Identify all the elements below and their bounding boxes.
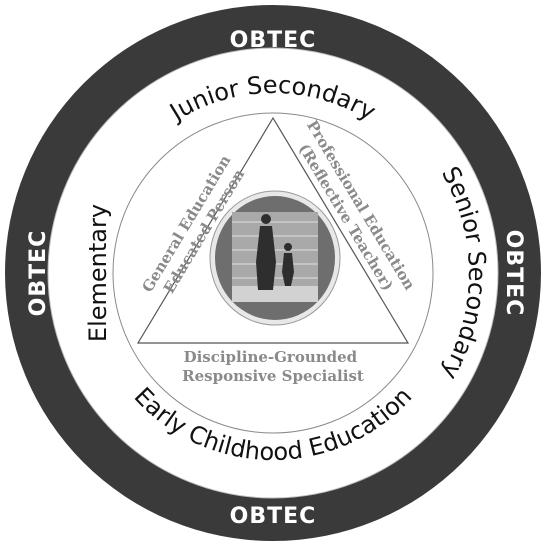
triangle [136,116,410,344]
ring-label-right: OBTEC [501,230,526,317]
level-label-left: Elementary [84,204,112,342]
ring-label-bottom: OBTEC [230,504,317,529]
ring-label-left: OBTEC [26,230,51,317]
ring-label-top: OBTEC [230,28,317,53]
white-band-edge [47,47,499,499]
bottom-side-label: Discipline-Grounded Responsive Specialis… [182,348,364,385]
center-photo [209,190,341,326]
